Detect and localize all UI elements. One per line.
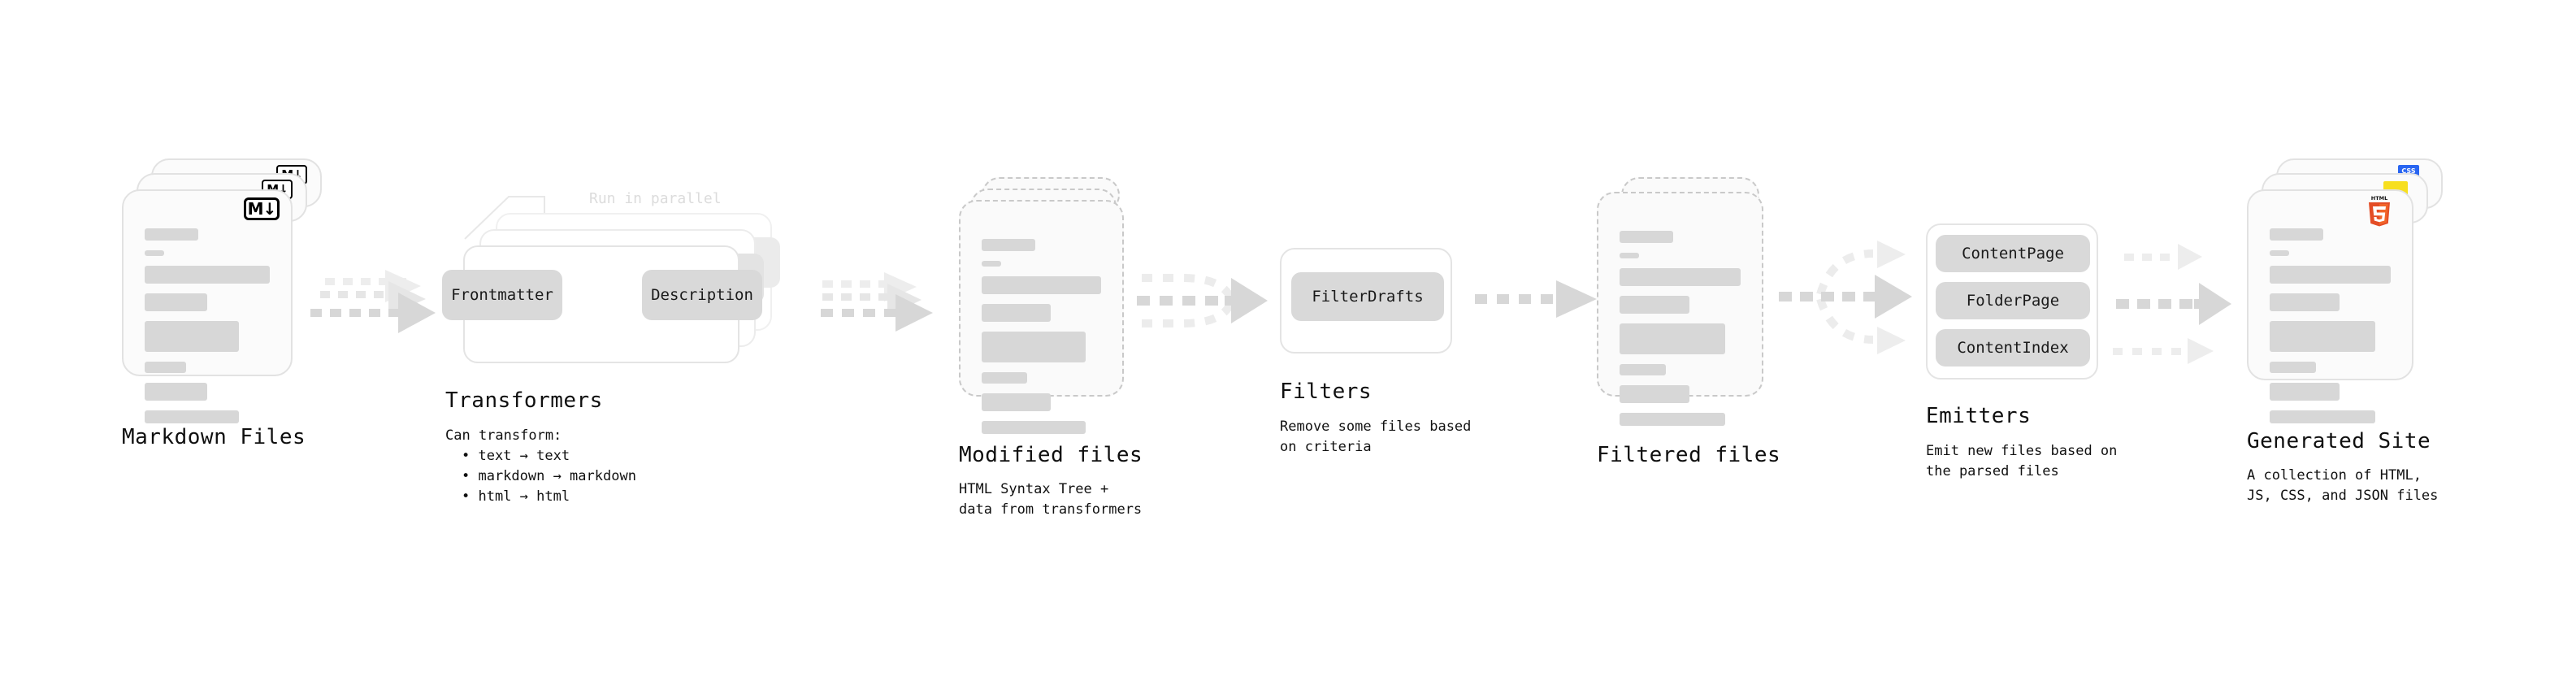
- stage-subtitle-generated-site: A collection of HTML, JS, CSS, and JSON …: [2247, 467, 2439, 504]
- emitter-chip-contentindex[interactable]: ContentIndex: [1936, 329, 2090, 367]
- transformer-chip-frontmatter[interactable]: Frontmatter: [442, 270, 562, 320]
- run-in-parallel-label: Run in parallel: [589, 190, 722, 207]
- stage-title-filters: Filters: [1280, 380, 1373, 404]
- filtered-card-front: [1597, 192, 1763, 426]
- stage-subtitle-modified-files: HTML Syntax Tree + data from transformer…: [959, 481, 1143, 518]
- filter-chip-filterdrafts[interactable]: FilterDrafts: [1291, 272, 1444, 321]
- stage-title-generated-site: Generated Site: [2247, 429, 2431, 453]
- arrow-transformers-to-modified-files: [821, 272, 933, 332]
- arrow-filters-to-filtered-files: [1475, 280, 1597, 318]
- stage-subtitle-emitters: Emit new files based on the parsed files: [1926, 443, 2118, 479]
- run-in-parallel-leader-line: [464, 196, 545, 240]
- markdown-card-content-lines: [145, 228, 270, 433]
- stage-subtitle-transformers: Can transform:: [445, 427, 562, 444]
- stage-title-emitters: Emitters: [1926, 404, 2032, 428]
- transformers-bullet-0: • text → text: [462, 448, 570, 464]
- stage-title-transformers: Transformers: [445, 388, 603, 413]
- stage-subtitle-filters: Remove some files based on criteria: [1280, 419, 1472, 455]
- modified-card-front: [959, 200, 1124, 434]
- arrow-modified-files-to-filters: [1137, 274, 1268, 327]
- modified-card-content-lines: [982, 239, 1101, 444]
- markdown-badge: M↓: [244, 197, 280, 220]
- transformer-chip-description[interactable]: Description: [642, 270, 762, 320]
- stage-title-filtered-files: Filtered files: [1597, 443, 1781, 467]
- svg-text:HTML: HTML: [2371, 195, 2387, 202]
- stage-title-modified-files: Modified files: [959, 443, 1143, 467]
- markdown-card-front: [122, 189, 293, 423]
- emitter-chip-contentpage[interactable]: ContentPage: [1936, 235, 2090, 272]
- filtered-card-content-lines: [1620, 231, 1741, 436]
- html5-icon: HTML: [2369, 195, 2390, 227]
- transformers-bullet-2: • html → html: [462, 488, 570, 505]
- arrow-emitters-to-generated-site: [2113, 244, 2231, 364]
- generated-card-content-lines: [2270, 228, 2391, 433]
- stage-title-markdown-files: Markdown Files: [122, 425, 306, 449]
- emitter-chip-folderpage[interactable]: FolderPage: [1936, 282, 2090, 319]
- arrow-filtered-files-to-emitters: [1779, 241, 1912, 354]
- arrow-markdown-to-transformers: [310, 270, 436, 333]
- transformers-bullet-1: • markdown → markdown: [462, 468, 636, 484]
